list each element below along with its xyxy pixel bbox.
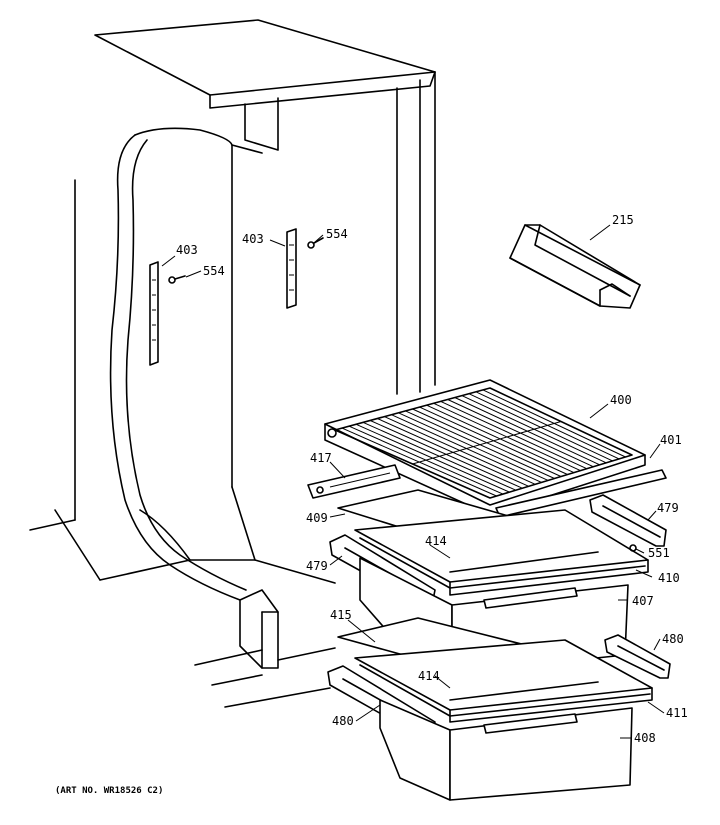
art-number: (ART NO. WR18526 C2) [55, 786, 163, 796]
callout-480-right: 480 [662, 632, 684, 646]
callout-400: 400 [610, 393, 632, 407]
callout-554-left: 554 [203, 264, 225, 278]
lower-pan-support [354, 639, 653, 723]
screw-right [307, 237, 324, 249]
callout-480-left: 480 [332, 714, 354, 728]
callout-labels: 215 403 554 403 554 400 401 417 409 414 … [55, 213, 688, 796]
callout-414-upper: 414 [425, 534, 447, 548]
slide-rail-480-right [604, 634, 671, 679]
callout-415: 415 [330, 608, 352, 622]
callout-407: 407 [632, 594, 654, 608]
callout-479-right: 479 [657, 501, 679, 515]
callout-551: 551 [648, 546, 670, 560]
screw-551 [629, 544, 637, 552]
callout-414-lower: 414 [418, 669, 440, 683]
screw-left [168, 275, 186, 284]
callout-215: 215 [612, 213, 634, 227]
callout-411: 411 [666, 706, 688, 720]
callout-401: 401 [660, 433, 682, 447]
shelf-bracket-right [286, 228, 297, 309]
slide-rail-479-right [589, 494, 667, 547]
callout-410: 410 [658, 571, 680, 585]
refrigerator-cabinet [29, 19, 436, 708]
callout-554-right: 554 [326, 227, 348, 241]
leader-lines [161, 224, 665, 739]
callout-403-left: 403 [176, 243, 198, 257]
lower-crisper-pan [379, 699, 633, 801]
callout-409: 409 [306, 511, 328, 525]
slide-rail-417 [307, 464, 401, 499]
shelf-bracket-left [149, 261, 159, 366]
callout-417: 417 [310, 451, 332, 465]
upper-pan-support [354, 509, 649, 596]
callout-408: 408 [634, 731, 656, 745]
callout-403-right: 403 [242, 232, 264, 246]
bottle-holder [509, 224, 641, 309]
callout-479-left: 479 [306, 559, 328, 573]
